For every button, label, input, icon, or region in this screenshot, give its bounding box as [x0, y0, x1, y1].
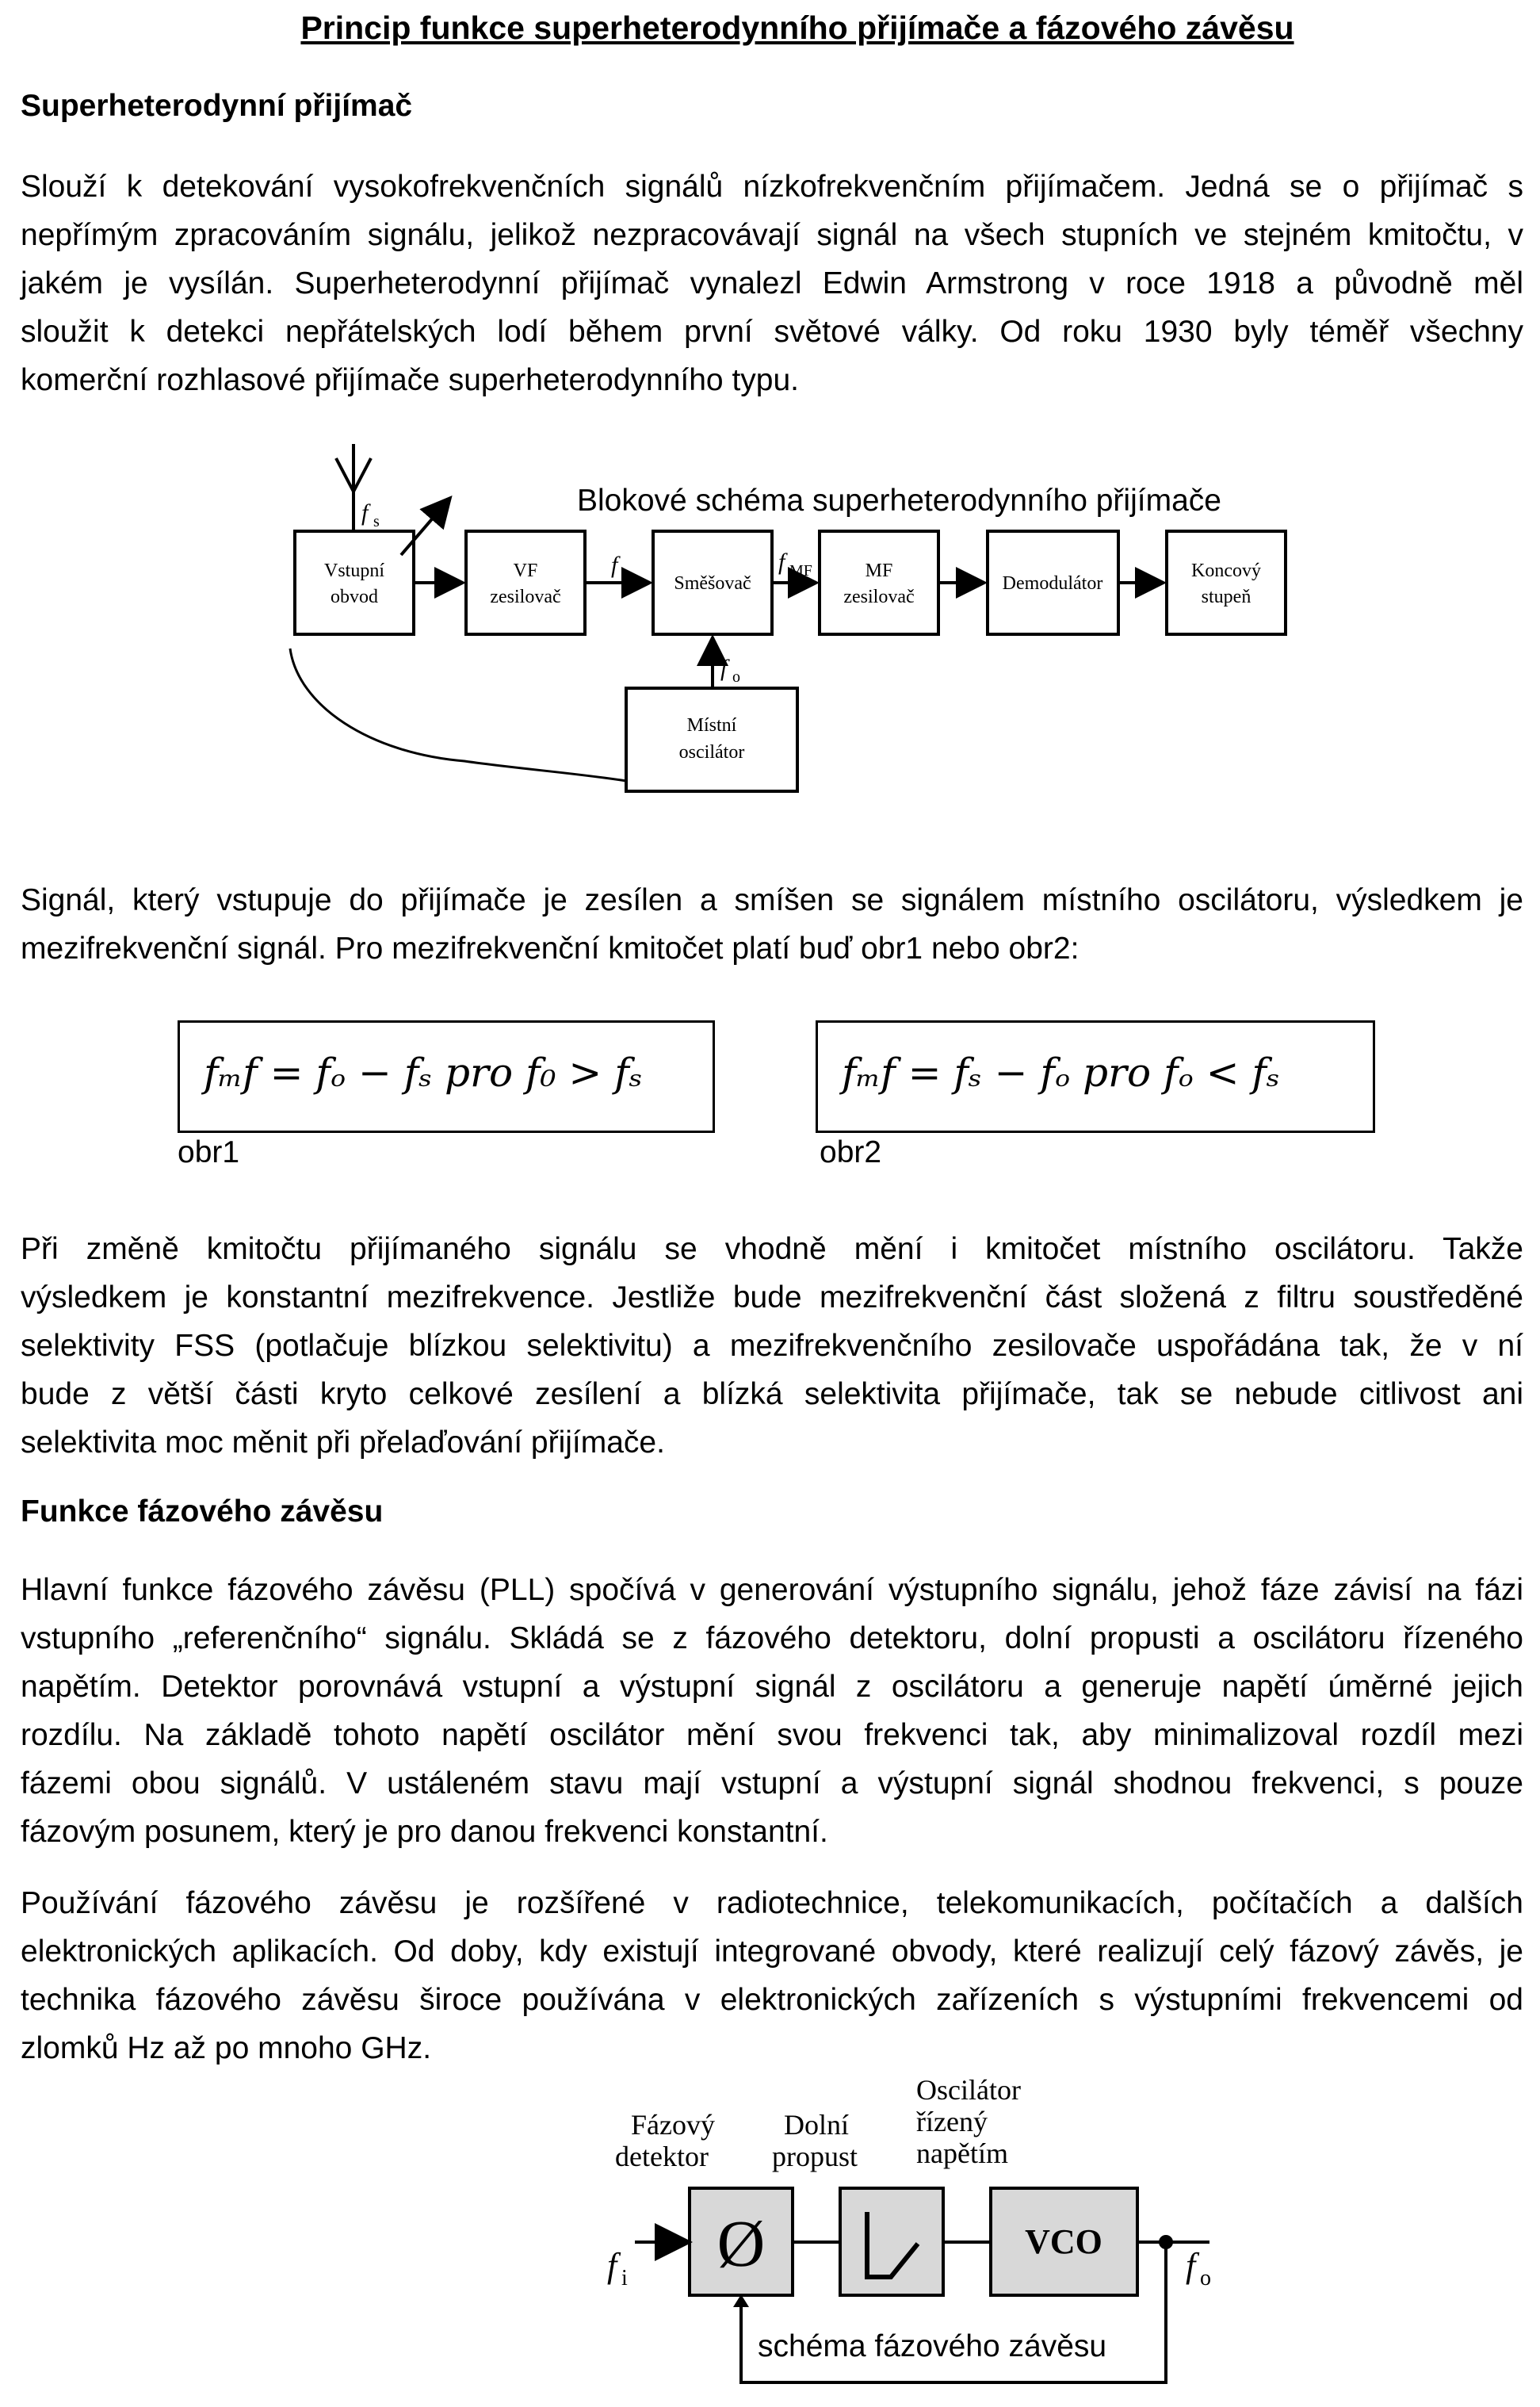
- block-rf-label: zesilovač: [490, 587, 560, 607]
- text-line: Používání fázového závěsu je rozšířené v…: [21, 1886, 1523, 1920]
- block-output-label: stupeň: [1202, 587, 1251, 607]
- text-line: sloužit k detekci nepřátelských lodí běh…: [21, 315, 1523, 349]
- label-vco: Oscilátor: [916, 2074, 1021, 2106]
- block-rf-label: VF: [514, 561, 538, 581]
- formula-box-obr1: fₘf = fₒ − fₛ pro f₀ > fₛ: [178, 1020, 715, 1133]
- paragraph-if-selectivity: Při změně kmitočtu přijímaného signálu s…: [21, 1225, 1523, 1467]
- phase-symbol-icon: Ø: [717, 2207, 766, 2281]
- label-phase-detector: detektor: [615, 2141, 709, 2172]
- page-title: Princip funkce superheterodynního přijím…: [300, 10, 1294, 46]
- text-line: Hlavní funkce fázového závěsu (PLL) spoč…: [21, 1573, 1523, 1607]
- paragraph-pll-function: Hlavní funkce fázového závěsu (PLL) spoč…: [21, 1566, 1523, 1856]
- block-output-stage: [1165, 530, 1287, 636]
- text-line: vstupního „referenčního“ signálu. Skládá…: [21, 1621, 1523, 1655]
- block-input-circuit: [293, 530, 415, 636]
- label-vco: napětím: [916, 2137, 1008, 2169]
- paragraph-mixing: Signál, který vstupuje do přijímače je z…: [21, 876, 1523, 973]
- block-osc-label: Místní: [687, 715, 737, 736]
- label-fo-sub: o: [732, 668, 740, 686]
- text-line: Slouží k detekování vysokofrekvenčních s…: [21, 170, 1523, 204]
- section-heading-pll: Funkce fázového závěsu: [21, 1494, 384, 1529]
- formula-caption-obr1: obr1: [178, 1135, 240, 1169]
- text-line: výsledkem je konstantní mezifrekvence. J…: [21, 1280, 1523, 1314]
- label-fo-sub: o: [1200, 2266, 1211, 2290]
- label-phase-detector: Fázový: [631, 2109, 715, 2141]
- block-input-label: obvod: [331, 587, 378, 607]
- block-rf-amplifier: [464, 530, 587, 636]
- label-fmf-sub: MF: [789, 562, 812, 580]
- diagram-caption-pll: schéma fázového závěsu: [758, 2329, 1107, 2363]
- text-line: komerční rozhlasové přijímače superheter…: [21, 363, 800, 397]
- block-demodulator: [986, 530, 1120, 636]
- text-line: elektronických aplikacích. Od doby, kdy …: [21, 1934, 1523, 1969]
- block-input-label: Vstupní: [324, 561, 384, 581]
- paragraph-pll-usage: Používání fázového závěsu je rozšířené v…: [21, 1879, 1523, 2072]
- vco-block: [989, 2187, 1139, 2297]
- formula-obr1: fₘf = fₒ − fₛ pro f₀ > fₛ: [204, 1050, 643, 1096]
- text-line: Signál, který vstupuje do přijímače je z…: [21, 883, 1523, 917]
- label-vco: řízený: [916, 2106, 988, 2137]
- block-mixer-label: Směšovač: [674, 573, 751, 594]
- label-lowpass: Dolní: [784, 2109, 849, 2141]
- block-if-label: zesilovač: [843, 587, 914, 607]
- text-line: fázovým posunem, který je pro danou frek…: [21, 1815, 828, 1849]
- text-line: zlomků Hz až po mnoho GHz.: [21, 2031, 432, 2065]
- lowpass-icon: [865, 2212, 920, 2279]
- label-fs-antenna-sub: s: [373, 513, 380, 530]
- label-fs-sub: s: [623, 565, 629, 583]
- text-line: napětím. Detektor porovnává vstupní a vý…: [21, 1670, 1523, 1704]
- formula-caption-obr2: obr2: [820, 1135, 882, 1169]
- text-line: rozdílu. Na základě tohoto napětí oscilá…: [21, 1718, 1523, 1752]
- text-line: mezifrekvenční signál. Pro mezifrekvenčn…: [21, 932, 1080, 966]
- superhet-block-diagram: f s Vstupní obvod VF zesilovač Směšovač …: [289, 444, 1287, 793]
- text-line: technika fázového závěsu široce používán…: [21, 1983, 1523, 2017]
- label-fs: f: [611, 552, 621, 578]
- label-lowpass: propust: [772, 2141, 858, 2172]
- block-if-amplifier: [818, 530, 940, 636]
- block-demod-label: Demodulátor: [1003, 573, 1103, 594]
- block-if-label: MF: [866, 561, 893, 581]
- label-fo: f: [720, 655, 730, 681]
- pll-block-diagram: Fázový detektor Dolní propust Oscilátor …: [607, 2074, 1211, 2384]
- formula-box-obr2: fₘf = fₛ − fₒ pro fₒ < fₛ: [816, 1020, 1375, 1133]
- label-fmf: f: [778, 549, 788, 575]
- label-fi-sub: i: [621, 2266, 628, 2290]
- text-line: nepřímým zpracováním signálu, jelikož ne…: [21, 218, 1523, 252]
- feedback-path: [739, 2242, 1167, 2384]
- label-fi: f: [607, 2246, 621, 2285]
- block-osc-label: oscilátor: [679, 742, 745, 763]
- label-fs-antenna: f: [361, 499, 371, 526]
- paragraph-superhet-intro: Slouží k detekování vysokofrekvenčních s…: [21, 163, 1523, 404]
- label-fo: f: [1186, 2246, 1200, 2285]
- text-line: bude z větší části kryto celkové zesílen…: [21, 1377, 1523, 1411]
- text-line: fázemi obou signálů. V ustáleném stavu m…: [21, 1766, 1523, 1800]
- text-line: selektivity FSS (potlačuje blízkou selek…: [21, 1329, 1523, 1363]
- formula-obr2: fₘf = fₛ − fₒ pro fₒ < fₛ: [842, 1050, 1280, 1096]
- vco-label: VCO: [1025, 2222, 1102, 2261]
- text-line: Při změně kmitočtu přijímaného signálu s…: [21, 1232, 1523, 1266]
- text-line: jakém je vysílán. Superheterodynní přijí…: [21, 266, 1523, 300]
- block-output-label: Koncový: [1191, 561, 1261, 581]
- section-heading-superhet: Superheterodynní přijímač: [21, 89, 413, 123]
- text-line: selektivita moc měnit při přelaďování př…: [21, 1425, 665, 1460]
- block-local-oscillator: [625, 687, 799, 793]
- antenna-icon: [334, 457, 355, 492]
- diagram-caption-superhet: Blokové schéma superheterodynního přijím…: [577, 484, 1221, 518]
